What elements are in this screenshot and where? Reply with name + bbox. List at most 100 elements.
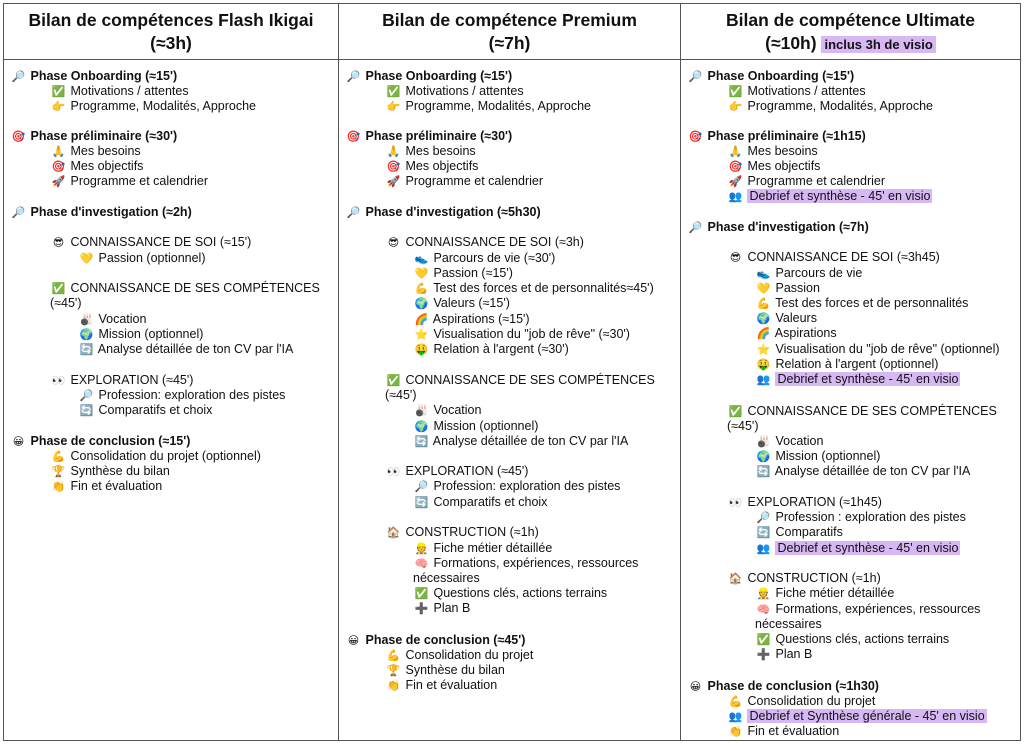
emoji-icon: 💪 [414, 283, 429, 295]
list-item: 🌍 Valeurs (≈15') [413, 296, 510, 312]
emoji-icon: 😎 [387, 237, 400, 249]
emoji-icon: 👏 [51, 481, 66, 493]
item-text: Mission (optionnel) [98, 327, 204, 341]
emoji-icon: 🌍 [756, 451, 771, 463]
list-item: ✅ CONNAISSANCE DE SES COMPÉTENCES [50, 281, 320, 297]
list-item: 😎 CONNAISSANCE DE SOI (≈15') [50, 235, 252, 251]
item-text: Relation à l'argent (≈30') [433, 342, 569, 356]
visio-badge: inclus 3h de visio [821, 36, 936, 53]
emoji-icon: 🔄 [756, 466, 771, 478]
emoji-icon: 💛 [414, 268, 429, 280]
item-text: Debrief et Synthèse générale - 45' en vi… [747, 709, 987, 723]
item-text: Mes objectifs [70, 159, 144, 173]
list-item: 🏆 Synthèse du bilan [50, 464, 170, 480]
list-item: 👀 EXPLORATION (≈1h45) [727, 495, 882, 511]
list-item: ✅ Questions clés, actions terrains [413, 586, 608, 602]
list-item: 👀 EXPLORATION (≈45') [50, 373, 194, 389]
item-text: Questions clés, actions terrains [775, 632, 950, 646]
item-text: CONNAISSANCE DE SES COMPÉTENCES [70, 281, 320, 295]
list-item: 🔄 Analyse détaillée de ton CV par l'IA [755, 464, 971, 480]
emoji-icon: 💪 [728, 696, 743, 708]
column-duration-line: (≈10h) inclus 3h de visio [681, 32, 1020, 56]
column-duration-line: (≈7h) [339, 32, 680, 54]
emoji-icon: 💛 [79, 253, 94, 265]
item-text: Comparatifs [775, 525, 843, 539]
item-text: Test des forces et de personnalités [775, 296, 969, 310]
emoji-icon: ✅ [756, 634, 771, 646]
list-item: 👀 EXPLORATION (≈45') [385, 464, 529, 480]
emoji-icon: 🔄 [756, 527, 771, 539]
list-item: (≈45') [50, 296, 81, 311]
emoji-icon: 👟 [756, 268, 771, 280]
emoji-icon: 👀 [386, 466, 401, 478]
list-item: 👏 Fin et évaluation [50, 479, 163, 495]
item-text: Analyse détaillée de ton CV par l'IA [97, 342, 294, 356]
item-text: Motivations / attentes [70, 84, 189, 98]
column-title: Bilan de compétence Ultimate [726, 10, 975, 30]
item-text: Programme, Modalités, Approche [747, 99, 933, 113]
list-item: 👟 Parcours de vie (≈30') [413, 251, 556, 267]
emoji-icon: 🔎 [756, 512, 771, 524]
item-text: Fiche métier détaillée [433, 541, 553, 555]
phase-heading: 🔎 Phase Onboarding (≈15') [345, 69, 513, 85]
list-item: 🌍 Mission (optionnel) [413, 419, 539, 435]
item-text: Passion (≈15') [433, 266, 513, 280]
list-item: 🔄 Analyse détaillée de ton CV par l'IA [413, 434, 629, 450]
item-text: Profession: exploration des pistes [98, 388, 286, 402]
item-text: Motivations / attentes [747, 84, 866, 98]
item-text: Phase de conclusion (≈15') [30, 434, 191, 448]
item-text: Mission (optionnel) [433, 419, 539, 433]
item-text: Valeurs [775, 311, 817, 325]
emoji-icon: 🚀 [51, 176, 66, 188]
emoji-icon: 👥 [728, 191, 743, 203]
list-item: ✅ Motivations / attentes [727, 84, 866, 100]
item-text: Test des forces et de personnalités≈45') [433, 281, 654, 295]
emoji-icon: ➕ [414, 603, 429, 615]
item-text: Phase de conclusion (≈1h30) [707, 679, 879, 693]
emoji-icon: 🌈 [756, 328, 771, 340]
list-item: 😎 CONNAISSANCE DE SOI (≈3h) [385, 235, 584, 251]
emoji-icon: 🔄 [414, 497, 429, 509]
list-item: 👟 Parcours de vie [755, 266, 863, 282]
column-title: Bilan de compétence Premium [382, 10, 637, 30]
emoji-icon: 👷 [756, 588, 771, 600]
item-text: Parcours de vie (≈30') [433, 251, 556, 265]
item-text: Profession: exploration des pistes [433, 479, 621, 493]
list-item: 🔄 Comparatifs et choix [78, 403, 213, 419]
item-text: Formations, expériences, ressources [433, 556, 639, 570]
list-item: 🔄 Comparatifs et choix [413, 495, 548, 511]
item-text: Phase Onboarding (≈15') [707, 69, 855, 83]
item-text: Phase d'investigation (≈5h30) [365, 205, 541, 219]
list-item: (≈45') [727, 419, 758, 434]
item-text: Phase préliminaire (≈30') [365, 129, 513, 143]
emoji-icon: ✅ [386, 86, 401, 98]
list-item: 🌈 Aspirations (≈15') [413, 312, 530, 328]
emoji-icon: 🌈 [414, 314, 429, 326]
item-text: Mes besoins [405, 144, 476, 158]
emoji-icon: 💪 [386, 650, 401, 662]
emoji-icon: 🙏 [728, 146, 743, 158]
emoji-icon: ⭐ [414, 329, 429, 341]
emoji-icon: ✅ [51, 283, 66, 295]
emoji-icon: 🤑 [414, 344, 429, 356]
list-item: 💪 Consolidation du projet [385, 648, 534, 664]
list-item: 😎 CONNAISSANCE DE SOI (≈3h45) [727, 250, 940, 266]
emoji-icon: 🙏 [51, 146, 66, 158]
item-text: Visualisation du "job de rêve" (≈30') [433, 327, 630, 341]
item-text: Consolidation du projet (optionnel) [70, 449, 261, 463]
phase-heading: 😀 Phase de conclusion (≈1h30) [687, 679, 879, 695]
list-item: 🎯 Mes objectifs [50, 159, 144, 175]
emoji-icon: 💪 [756, 298, 771, 310]
item-text: Programme et calendrier [747, 174, 886, 188]
emoji-icon: 😀 [347, 635, 360, 647]
item-text: Vocation [433, 403, 482, 417]
visio-debrief-item: 👥 Debrief et synthèse - 45' en visio [755, 541, 961, 557]
item-text: Aspirations (≈15') [432, 312, 530, 326]
item-text: Questions clés, actions terrains [433, 586, 608, 600]
list-item: 🔎 Profession : exploration des pistes [755, 510, 966, 526]
list-item: 👷 Fiche métier détaillée [755, 586, 895, 602]
item-text: Comparatifs et choix [98, 403, 213, 417]
item-text: Phase de conclusion (≈45') [365, 633, 526, 647]
item-text: CONNAISSANCE DE SOI (≈3h) [405, 235, 584, 249]
list-item: 🚀 Programme et calendrier [727, 174, 885, 190]
